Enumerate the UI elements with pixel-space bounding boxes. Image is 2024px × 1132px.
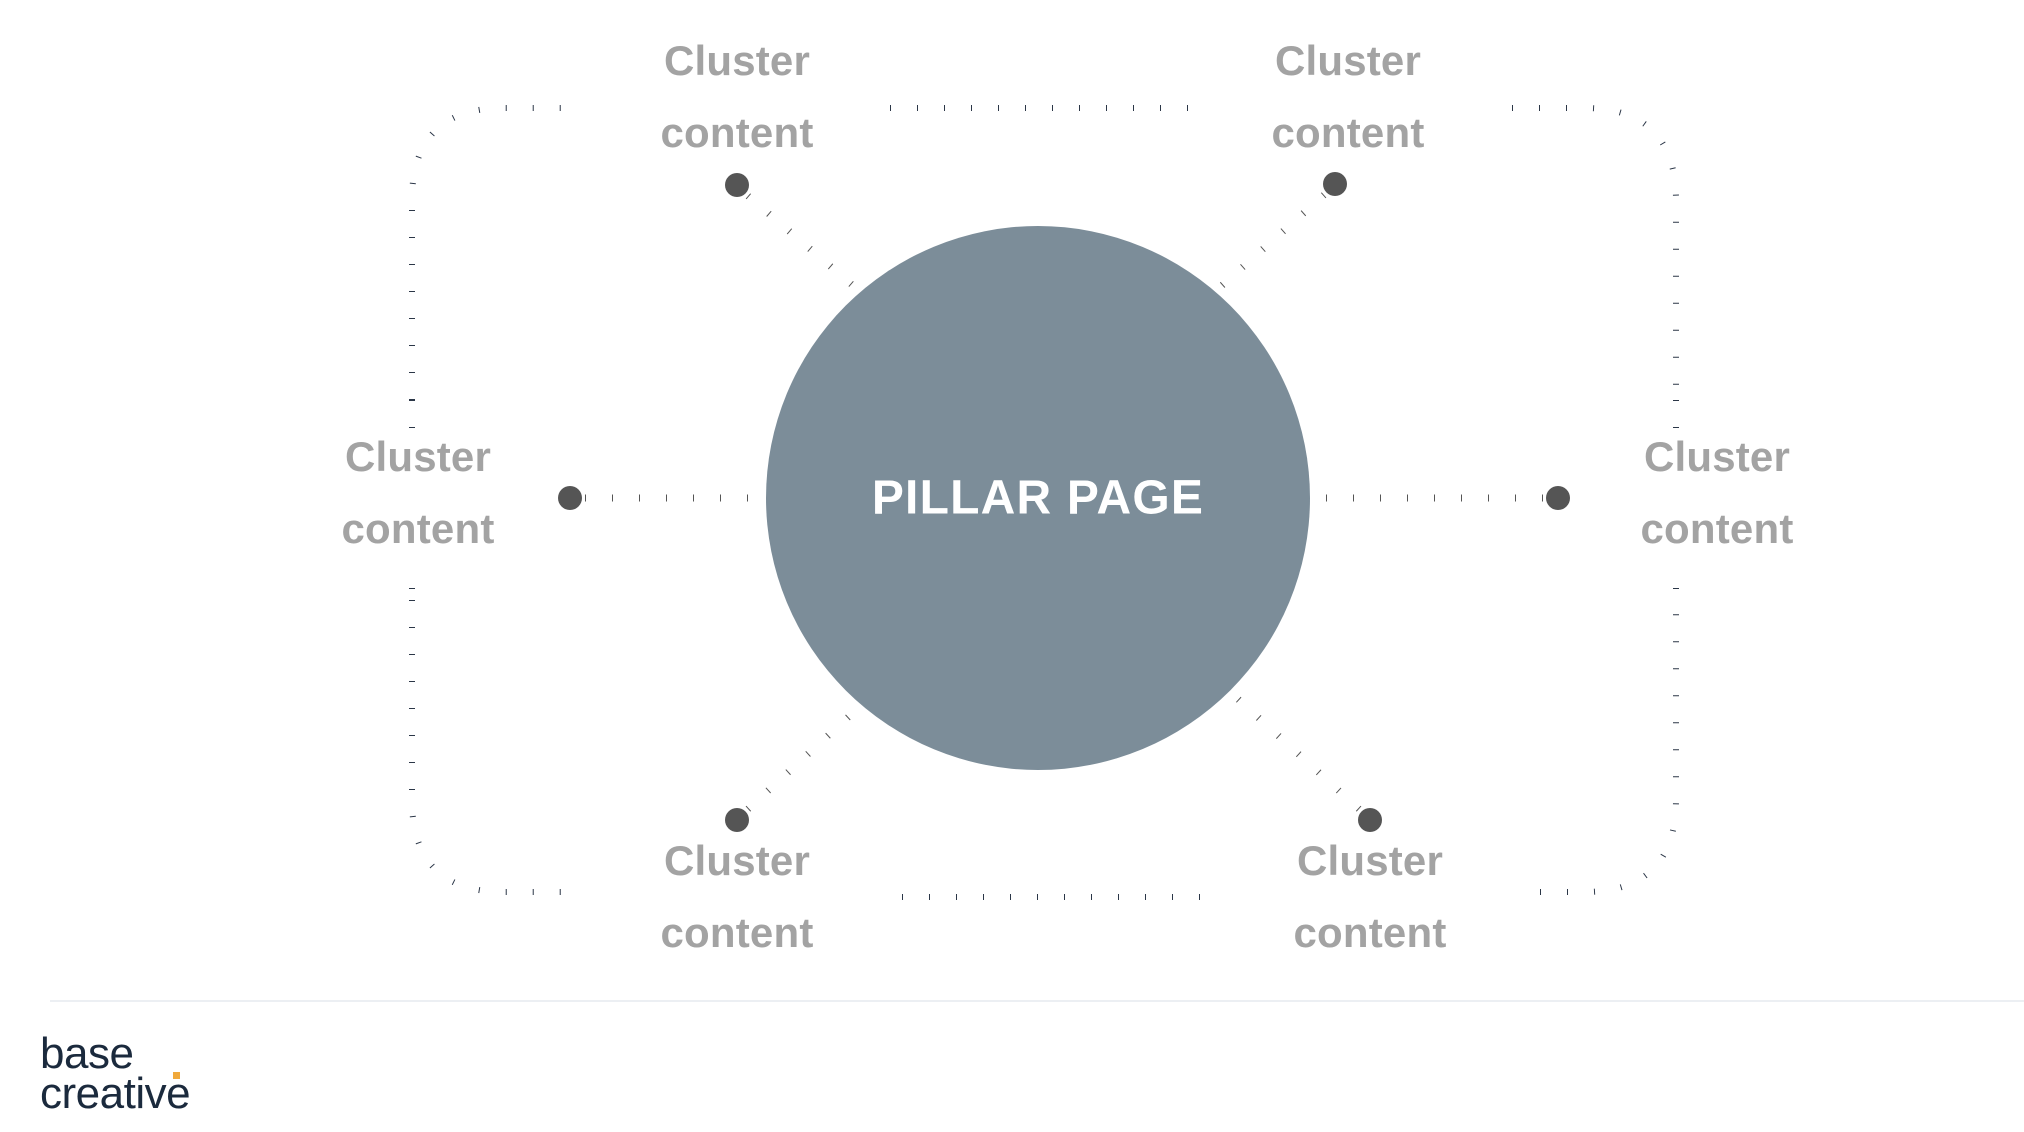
spoke-line-bottom-right <box>1225 687 1362 812</box>
cluster-label-right[interactable]: Cluster content <box>1640 433 1793 552</box>
logo-accent-dot-icon <box>173 1072 180 1079</box>
cluster-label-line2: content <box>1271 109 1424 156</box>
spoke-node-bottom-left[interactable] <box>725 808 749 832</box>
boundary-top-left-arc <box>409 105 576 400</box>
cluster-label-line1: Cluster <box>1297 837 1443 884</box>
cluster-label-line2: content <box>1640 505 1793 552</box>
footer: base creative <box>0 1000 2024 1132</box>
topic-cluster-diagram: PILLAR PAGE Cluster content Cluster cont… <box>341 37 1793 956</box>
cluster-label-line2: content <box>660 109 813 156</box>
pillar-page-circle[interactable] <box>766 226 1310 770</box>
logo-line-base: base <box>40 1036 133 1078</box>
spoke-node-top-right[interactable] <box>1323 172 1347 196</box>
spoke-node-top-left[interactable] <box>725 173 749 197</box>
spoke-node-left[interactable] <box>558 486 582 510</box>
cluster-label-bottom-right[interactable]: Cluster content <box>1293 837 1446 956</box>
cluster-label-line2: content <box>1293 909 1446 956</box>
cluster-label-line2: content <box>660 909 813 956</box>
cluster-label-line1: Cluster <box>664 37 810 84</box>
cluster-label-line2: content <box>341 505 494 552</box>
cluster-label-left[interactable]: Cluster content <box>341 433 494 552</box>
cluster-label-line1: Cluster <box>345 433 491 480</box>
cluster-label-line1: Cluster <box>1275 37 1421 84</box>
cluster-label-line1: Cluster <box>1644 433 1790 480</box>
spoke-node-bottom-right[interactable] <box>1358 808 1382 832</box>
spoke-line-bottom-left <box>745 685 883 812</box>
footer-divider <box>50 1000 2024 1002</box>
logo-line-creative: creative <box>40 1069 190 1116</box>
pillar-page-label: PILLAR PAGE <box>872 472 1204 525</box>
boundary-bottom-left-arc <box>409 600 576 895</box>
cluster-label-top-right[interactable]: Cluster content <box>1271 37 1424 156</box>
spoke-node-right[interactable] <box>1546 486 1570 510</box>
base-creative-logo[interactable]: base creative <box>40 1036 300 1116</box>
spoke-nodes <box>558 172 1570 832</box>
boundary-bottom-right-arc <box>1540 600 1679 895</box>
cluster-label-line1: Cluster <box>664 837 810 884</box>
boundary-top-right-arc <box>1512 105 1679 400</box>
cluster-label-bottom-left[interactable]: Cluster content <box>660 837 813 956</box>
cluster-label-top-left[interactable]: Cluster content <box>660 37 813 156</box>
